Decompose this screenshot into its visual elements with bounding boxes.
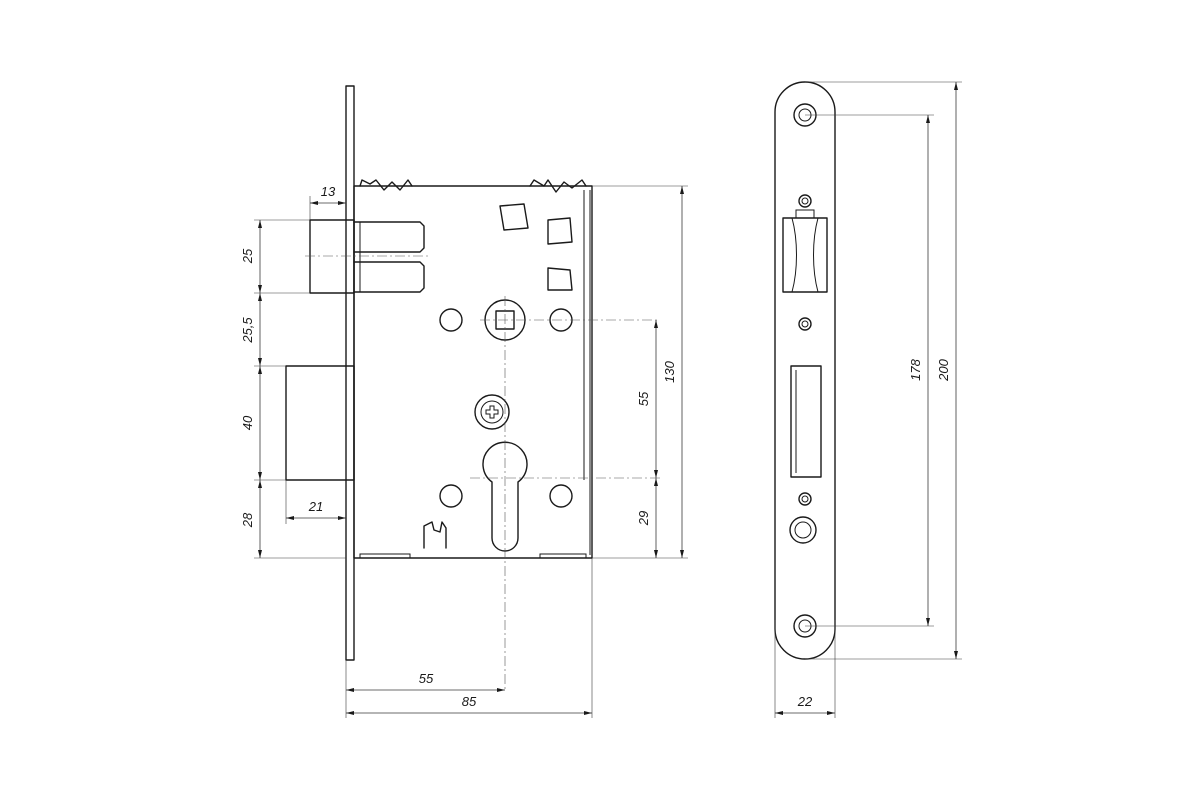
dim-arrows — [654, 478, 658, 558]
faceplate-outline — [774, 81, 836, 660]
faceplate-screw-3-inner — [801, 495, 809, 503]
dim-label-25: 25 — [240, 248, 255, 264]
latch-bevel — [791, 217, 819, 293]
dim-arrows — [258, 480, 262, 558]
latch-opening-top-edge — [795, 209, 815, 218]
case-screw-head — [480, 400, 504, 424]
dim-label-29: 29 — [636, 511, 651, 526]
dim-label-55-vertical: 55 — [636, 391, 651, 406]
dim-label-25-5: 25,5 — [240, 317, 255, 344]
case-notch — [423, 521, 447, 549]
dim-label-28: 28 — [240, 512, 255, 528]
latch-opening — [782, 217, 828, 293]
dim-label-40: 40 — [240, 415, 255, 430]
dim-arrows — [258, 293, 262, 366]
faceplate-screw-3 — [798, 492, 812, 506]
faceplate-screw-1-inner — [801, 197, 809, 205]
faceplate-screw-1 — [798, 194, 812, 208]
cam-upper — [499, 203, 529, 231]
dim-label-178: 178 — [908, 358, 923, 380]
dim-label-13: 13 — [321, 184, 336, 199]
latch-tail-upper — [353, 221, 425, 253]
dim-arrows — [310, 201, 346, 205]
faceplate-screw-2-inner — [801, 320, 809, 328]
cylinder-fixing-hole — [789, 516, 817, 544]
lock-case — [353, 185, 593, 559]
bottom-tab-right — [539, 553, 587, 558]
dim-label-22: 22 — [797, 694, 813, 709]
front-view: 13 25 25,5 40 28 21 130 55 29 — [240, 85, 688, 718]
front-faceplate — [345, 85, 355, 661]
case-hole-lower-left — [439, 484, 463, 508]
dim-label-85: 85 — [462, 694, 477, 709]
dim-arrows — [258, 220, 262, 293]
top-tab-left — [359, 179, 413, 191]
faceplate-view: 178 200 22 — [774, 81, 962, 718]
top-tab-right — [529, 179, 587, 193]
phillips-cross-icon — [485, 405, 499, 419]
deadbolt-opening — [790, 365, 822, 478]
case-hole-upper-left — [439, 308, 463, 332]
dim-label-200: 200 — [936, 358, 951, 381]
case-screw — [474, 394, 510, 430]
latch-tail-lower — [353, 261, 425, 293]
latch-bolt — [309, 219, 355, 294]
cylinder-fixing-hole-inner — [794, 521, 812, 539]
dim-label-130: 130 — [662, 360, 677, 382]
dim-label-55-horizontal: 55 — [419, 671, 434, 686]
cylinder-hole — [482, 441, 528, 552]
bottom-tab-left — [359, 553, 411, 558]
faceplate-screw-2 — [798, 317, 812, 331]
deadbolt — [285, 365, 355, 481]
cam-lower — [547, 267, 573, 291]
cam-middle — [547, 217, 573, 245]
dim-label-21: 21 — [308, 499, 323, 514]
case-hole-lower-right — [549, 484, 573, 508]
